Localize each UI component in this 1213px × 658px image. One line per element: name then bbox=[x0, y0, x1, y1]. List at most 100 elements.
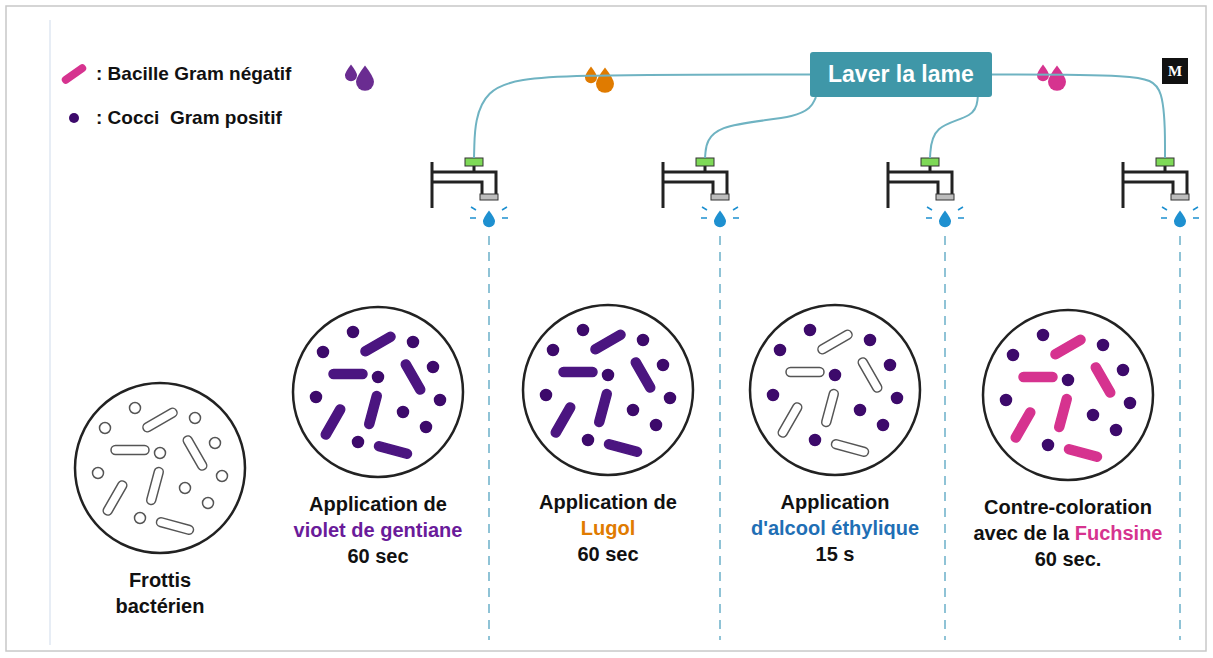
coccus bbox=[353, 437, 364, 448]
smear-circle: Frottis bactérien bbox=[45, 381, 275, 619]
coccus bbox=[1098, 340, 1109, 351]
coccus bbox=[603, 370, 614, 381]
wash-line bbox=[474, 75, 810, 159]
step-caption: Application deLugol60 sec bbox=[493, 303, 723, 567]
coccus bbox=[203, 498, 214, 509]
caption-line: Contre-coloration bbox=[953, 494, 1183, 520]
reagent-drop bbox=[1037, 64, 1049, 81]
faucet-nozzle bbox=[936, 194, 954, 200]
bacillus bbox=[329, 370, 367, 379]
bacillus bbox=[603, 439, 642, 458]
bacillus bbox=[141, 407, 178, 434]
smear-outline bbox=[720, 303, 950, 477]
water-spray bbox=[470, 207, 508, 218]
bacillus bbox=[1019, 373, 1057, 382]
reagent-drop bbox=[345, 64, 357, 81]
coccus bbox=[1008, 350, 1019, 361]
coccus bbox=[1063, 375, 1074, 386]
caption-text: 60 sec. bbox=[1035, 548, 1102, 570]
water-drop bbox=[483, 210, 495, 227]
caption-line: 60 sec bbox=[493, 541, 723, 567]
coccus bbox=[878, 420, 889, 431]
coccus bbox=[775, 345, 786, 356]
faucet-nozzle bbox=[711, 194, 729, 200]
coccus bbox=[93, 468, 104, 479]
coccus bbox=[100, 423, 111, 434]
caption-line: 15 s bbox=[720, 541, 950, 567]
bacillus bbox=[359, 331, 396, 358]
coccus bbox=[658, 360, 669, 371]
coccus bbox=[628, 405, 639, 416]
caption-text: Lugol bbox=[581, 517, 635, 539]
reagent-drop bbox=[1048, 66, 1066, 91]
coccus bbox=[180, 483, 191, 494]
coccus bbox=[1038, 330, 1049, 341]
caption-text: Application de bbox=[309, 493, 447, 515]
coccus bbox=[130, 403, 141, 414]
wash-line bbox=[992, 75, 1165, 159]
water-drop bbox=[939, 210, 951, 227]
faucet-handle bbox=[921, 158, 939, 166]
bacillus bbox=[373, 441, 412, 460]
bacillus bbox=[550, 401, 577, 438]
bacillus bbox=[786, 368, 824, 377]
coccus bbox=[830, 370, 841, 381]
coccus bbox=[428, 362, 439, 373]
margin-line bbox=[49, 20, 51, 645]
coccus bbox=[665, 393, 676, 404]
faucet-body bbox=[1123, 162, 1187, 208]
corner-mark: M bbox=[1162, 58, 1188, 84]
reagent-drop bbox=[596, 68, 614, 93]
bacillus bbox=[1049, 334, 1086, 361]
faucet-body bbox=[888, 162, 952, 208]
caption-text: Frottis bactérien bbox=[116, 569, 205, 617]
bacillus bbox=[155, 517, 194, 536]
smear-outline bbox=[493, 303, 723, 477]
coccus bbox=[1118, 365, 1129, 376]
water-drop bbox=[1174, 210, 1186, 227]
caption-line: 60 sec. bbox=[953, 546, 1183, 572]
bacillus bbox=[630, 356, 657, 393]
step-caption: Frottis bactérien bbox=[100, 381, 220, 619]
coccus bbox=[805, 325, 816, 336]
coccus bbox=[311, 392, 322, 403]
bacillus bbox=[1010, 406, 1037, 443]
faucet-body bbox=[432, 162, 496, 208]
legend-text: : Bacille Gram négatif bbox=[96, 63, 291, 85]
caption-line: Application de bbox=[263, 491, 493, 517]
coccus bbox=[638, 335, 649, 346]
faucet bbox=[663, 158, 739, 640]
faucet bbox=[1123, 158, 1199, 640]
slide-circle bbox=[750, 305, 920, 475]
coccus bbox=[541, 390, 552, 401]
smear-outline bbox=[45, 381, 275, 555]
coccus bbox=[578, 325, 589, 336]
coccus bbox=[1043, 440, 1054, 451]
caption-text: 60 sec bbox=[347, 545, 408, 567]
coccus bbox=[583, 435, 594, 446]
legend-row: : Bacille Gram négatif bbox=[58, 52, 291, 96]
step-caption: Contre-colorationavec de laFuchsine60 se… bbox=[953, 308, 1183, 572]
smear-circle: Application deviolet de gentiane60 sec bbox=[263, 305, 493, 569]
caption-line: Application bbox=[720, 489, 950, 515]
coccus bbox=[548, 345, 559, 356]
smear-circle: Contre-colorationavec de laFuchsine60 se… bbox=[953, 308, 1183, 572]
caption-line: Frottis bactérien bbox=[100, 567, 220, 619]
bacillus bbox=[1054, 393, 1073, 432]
rod-sample bbox=[60, 63, 88, 86]
step-caption: Application deviolet de gentiane60 sec bbox=[263, 305, 493, 569]
bacillus bbox=[1090, 361, 1117, 398]
faucet-nozzle bbox=[1171, 194, 1189, 200]
coccus bbox=[865, 335, 876, 346]
caption-text: 60 sec bbox=[577, 543, 638, 565]
bacillus bbox=[857, 356, 884, 393]
coccus bbox=[318, 347, 329, 358]
slide-circle bbox=[75, 383, 245, 553]
coccus bbox=[155, 448, 166, 459]
water-spray bbox=[701, 207, 739, 218]
caption-line: Lugol bbox=[493, 515, 723, 541]
bacillus bbox=[320, 403, 347, 440]
bacillus bbox=[589, 329, 626, 356]
caption-line: 60 sec bbox=[263, 543, 493, 569]
bacillus bbox=[146, 466, 165, 505]
